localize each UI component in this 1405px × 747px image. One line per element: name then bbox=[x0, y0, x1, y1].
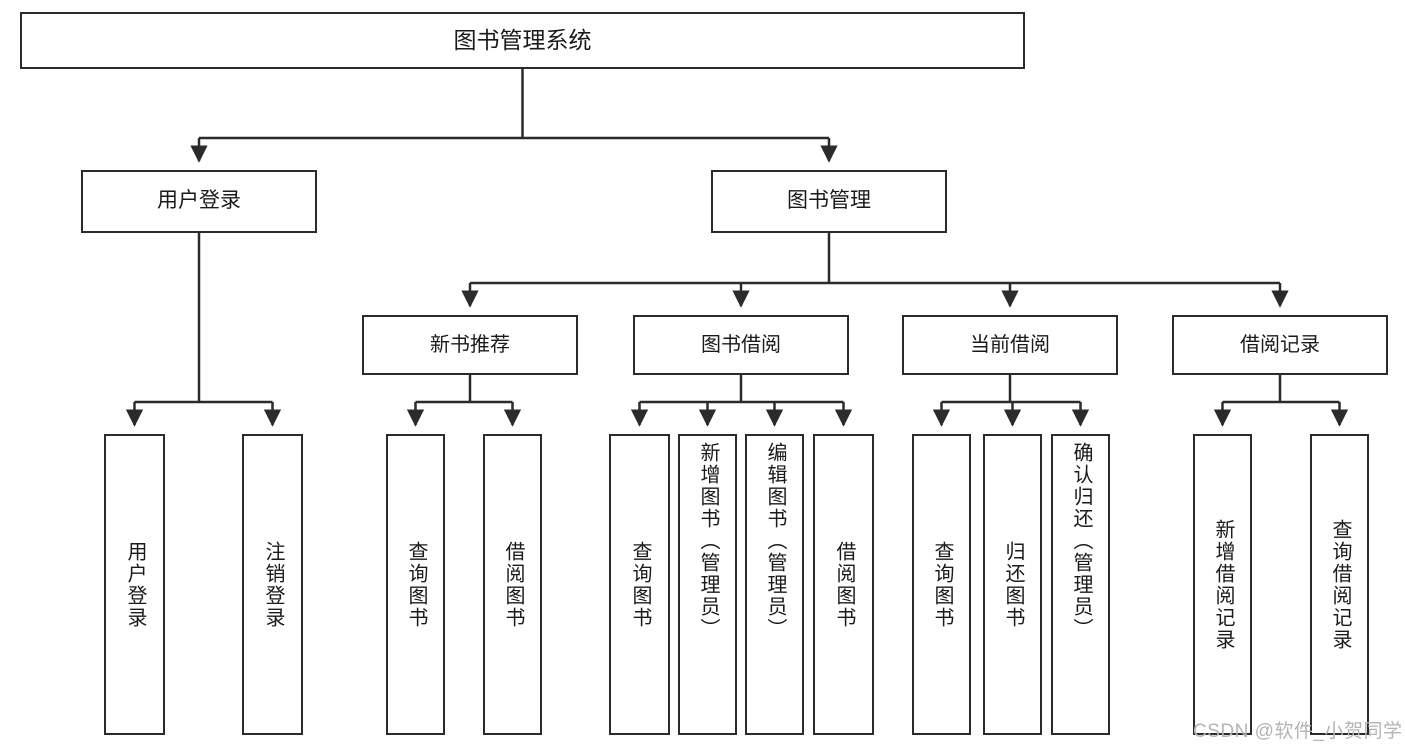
node-label: 当前借阅 bbox=[970, 333, 1050, 356]
node-label: 确认归还（管理员） bbox=[1070, 442, 1092, 640]
node-label: 用户登录 bbox=[157, 189, 241, 213]
node-records[interactable]: 借阅记录 bbox=[1172, 315, 1388, 375]
node-current[interactable]: 当前借阅 bbox=[902, 315, 1118, 375]
node-label: 图书借阅 bbox=[701, 333, 781, 356]
node-label: 借阅记录 bbox=[1240, 333, 1320, 356]
node-label: 新增图书（管理员） bbox=[697, 442, 719, 640]
node-label: 借阅图书 bbox=[502, 540, 524, 629]
node-label: 新书推荐 bbox=[430, 333, 510, 356]
node-bookmgmt[interactable]: 图书管理 bbox=[711, 170, 947, 233]
node-leaf4[interactable]: 借阅图书 bbox=[483, 434, 542, 735]
node-label: 查询图书 bbox=[931, 540, 953, 629]
node-label: 用户登录 bbox=[124, 540, 146, 629]
node-label: 图书管理 bbox=[787, 189, 871, 213]
node-label: 查询图书 bbox=[405, 540, 427, 629]
node-borrow[interactable]: 图书借阅 bbox=[633, 315, 849, 375]
node-label: 借阅图书 bbox=[833, 540, 855, 629]
node-root[interactable]: 图书管理系统 bbox=[20, 12, 1025, 69]
node-leaf7[interactable]: 编辑图书（管理员） bbox=[745, 434, 804, 735]
node-leaf8[interactable]: 借阅图书 bbox=[813, 434, 874, 735]
node-newbook[interactable]: 新书推荐 bbox=[362, 315, 578, 375]
node-label: 注销登录 bbox=[262, 540, 284, 629]
node-label: 图书管理系统 bbox=[453, 27, 592, 54]
node-leaf11[interactable]: 确认归还（管理员） bbox=[1051, 434, 1110, 735]
node-leaf13[interactable]: 查询借阅记录 bbox=[1310, 434, 1369, 735]
node-leaf6[interactable]: 新增图书（管理员） bbox=[678, 434, 737, 735]
node-label: 归还图书 bbox=[1002, 540, 1024, 629]
node-leaf5[interactable]: 查询图书 bbox=[609, 434, 670, 735]
node-leaf2[interactable]: 注销登录 bbox=[242, 434, 303, 735]
node-leaf3[interactable]: 查询图书 bbox=[386, 434, 445, 735]
node-leaf1[interactable]: 用户登录 bbox=[104, 434, 165, 735]
node-label: 查询借阅记录 bbox=[1329, 518, 1351, 651]
node-label: 新增借阅记录 bbox=[1212, 518, 1234, 651]
node-leaf9[interactable]: 查询图书 bbox=[912, 434, 971, 735]
node-label: 查询图书 bbox=[629, 540, 651, 629]
node-leaf10[interactable]: 归还图书 bbox=[983, 434, 1042, 735]
node-leaf12[interactable]: 新增借阅记录 bbox=[1193, 434, 1252, 735]
node-label: 编辑图书（管理员） bbox=[764, 442, 786, 640]
watermark-text: CSDN @软件_小贺同学 bbox=[1193, 721, 1403, 742]
node-login[interactable]: 用户登录 bbox=[81, 170, 317, 233]
